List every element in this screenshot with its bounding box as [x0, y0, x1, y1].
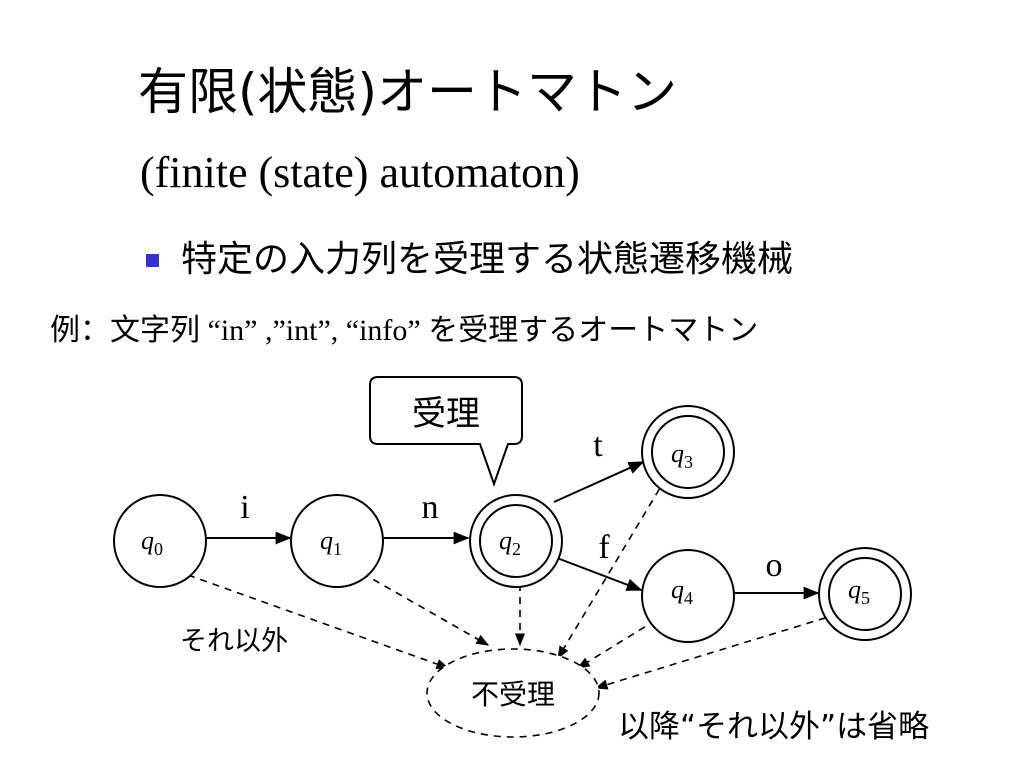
state-q5: q5 — [818, 547, 912, 641]
edge-label-o: o — [766, 547, 783, 584]
svg-text:q1: q1 — [320, 526, 342, 559]
state-q4-name: q — [671, 575, 684, 604]
state-q2-sub: 2 — [512, 539, 521, 559]
edge-q2-q3 — [553, 461, 645, 503]
svg-text:q5: q5 — [848, 575, 870, 608]
state-q0-sub: 0 — [154, 539, 163, 559]
slide-subtitle: (finite (state) automaton) — [140, 148, 580, 197]
state-q1-sub: 1 — [333, 539, 342, 559]
omission-note: 以降“それ以外”は省略 — [618, 709, 929, 745]
accept-callout: 受理 — [369, 376, 523, 488]
state-q0: q0 — [113, 494, 207, 588]
example-strings: “in” ,”int”, “info” — [200, 314, 429, 347]
edge-q2-q4 — [556, 557, 643, 591]
state-q2-name: q — [499, 526, 512, 555]
example-line: 例：文字列 “in” ,”int”, “info” を受理するオートマトン — [50, 312, 758, 350]
svg-text:q4: q4 — [671, 575, 693, 608]
edge-label-i: i — [240, 489, 249, 526]
edge-q5-reject — [594, 613, 839, 690]
example-prefix: 例：文字列 — [50, 313, 200, 348]
state-q1: q1 — [290, 494, 384, 588]
state-q5-sub: 5 — [861, 588, 870, 608]
edge-label-t: t — [593, 427, 603, 464]
state-q3-name: q — [671, 439, 684, 468]
state-q4: q4 — [641, 549, 735, 643]
slide-title: 有限(状態)オートマトン — [138, 63, 678, 121]
state-q5-name: q — [848, 575, 861, 604]
edge-label-n: n — [422, 489, 439, 526]
square-bullet-icon — [146, 253, 159, 267]
state-q3: q3 — [641, 405, 735, 499]
edge-label-f: f — [598, 529, 610, 566]
callout-label: 受理 — [412, 394, 480, 434]
bullet-row: 特定の入力列を受理する状態遷移機械 — [146, 238, 793, 282]
svg-text:q0: q0 — [141, 526, 163, 559]
example-suffix: を受理するオートマトン — [428, 313, 759, 348]
else-label: それ以外 — [180, 626, 288, 657]
edge-q4-reject — [576, 619, 657, 669]
reject-state-label: 不受理 — [471, 678, 555, 711]
svg-text:q3: q3 — [671, 439, 693, 472]
state-reject: 不受理 — [426, 648, 600, 738]
state-q1-name: q — [320, 526, 333, 555]
bullet-text: 特定の入力列を受理する状態遷移機械 — [181, 239, 794, 280]
state-q4-sub: 4 — [684, 588, 693, 608]
svg-text:q2: q2 — [499, 526, 521, 559]
edge-q1-reject — [361, 572, 490, 646]
state-q2: q2 — [469, 494, 563, 588]
state-q0-name: q — [141, 526, 154, 555]
state-q3-sub: 3 — [684, 452, 693, 472]
edge-q3-reject — [557, 477, 667, 660]
